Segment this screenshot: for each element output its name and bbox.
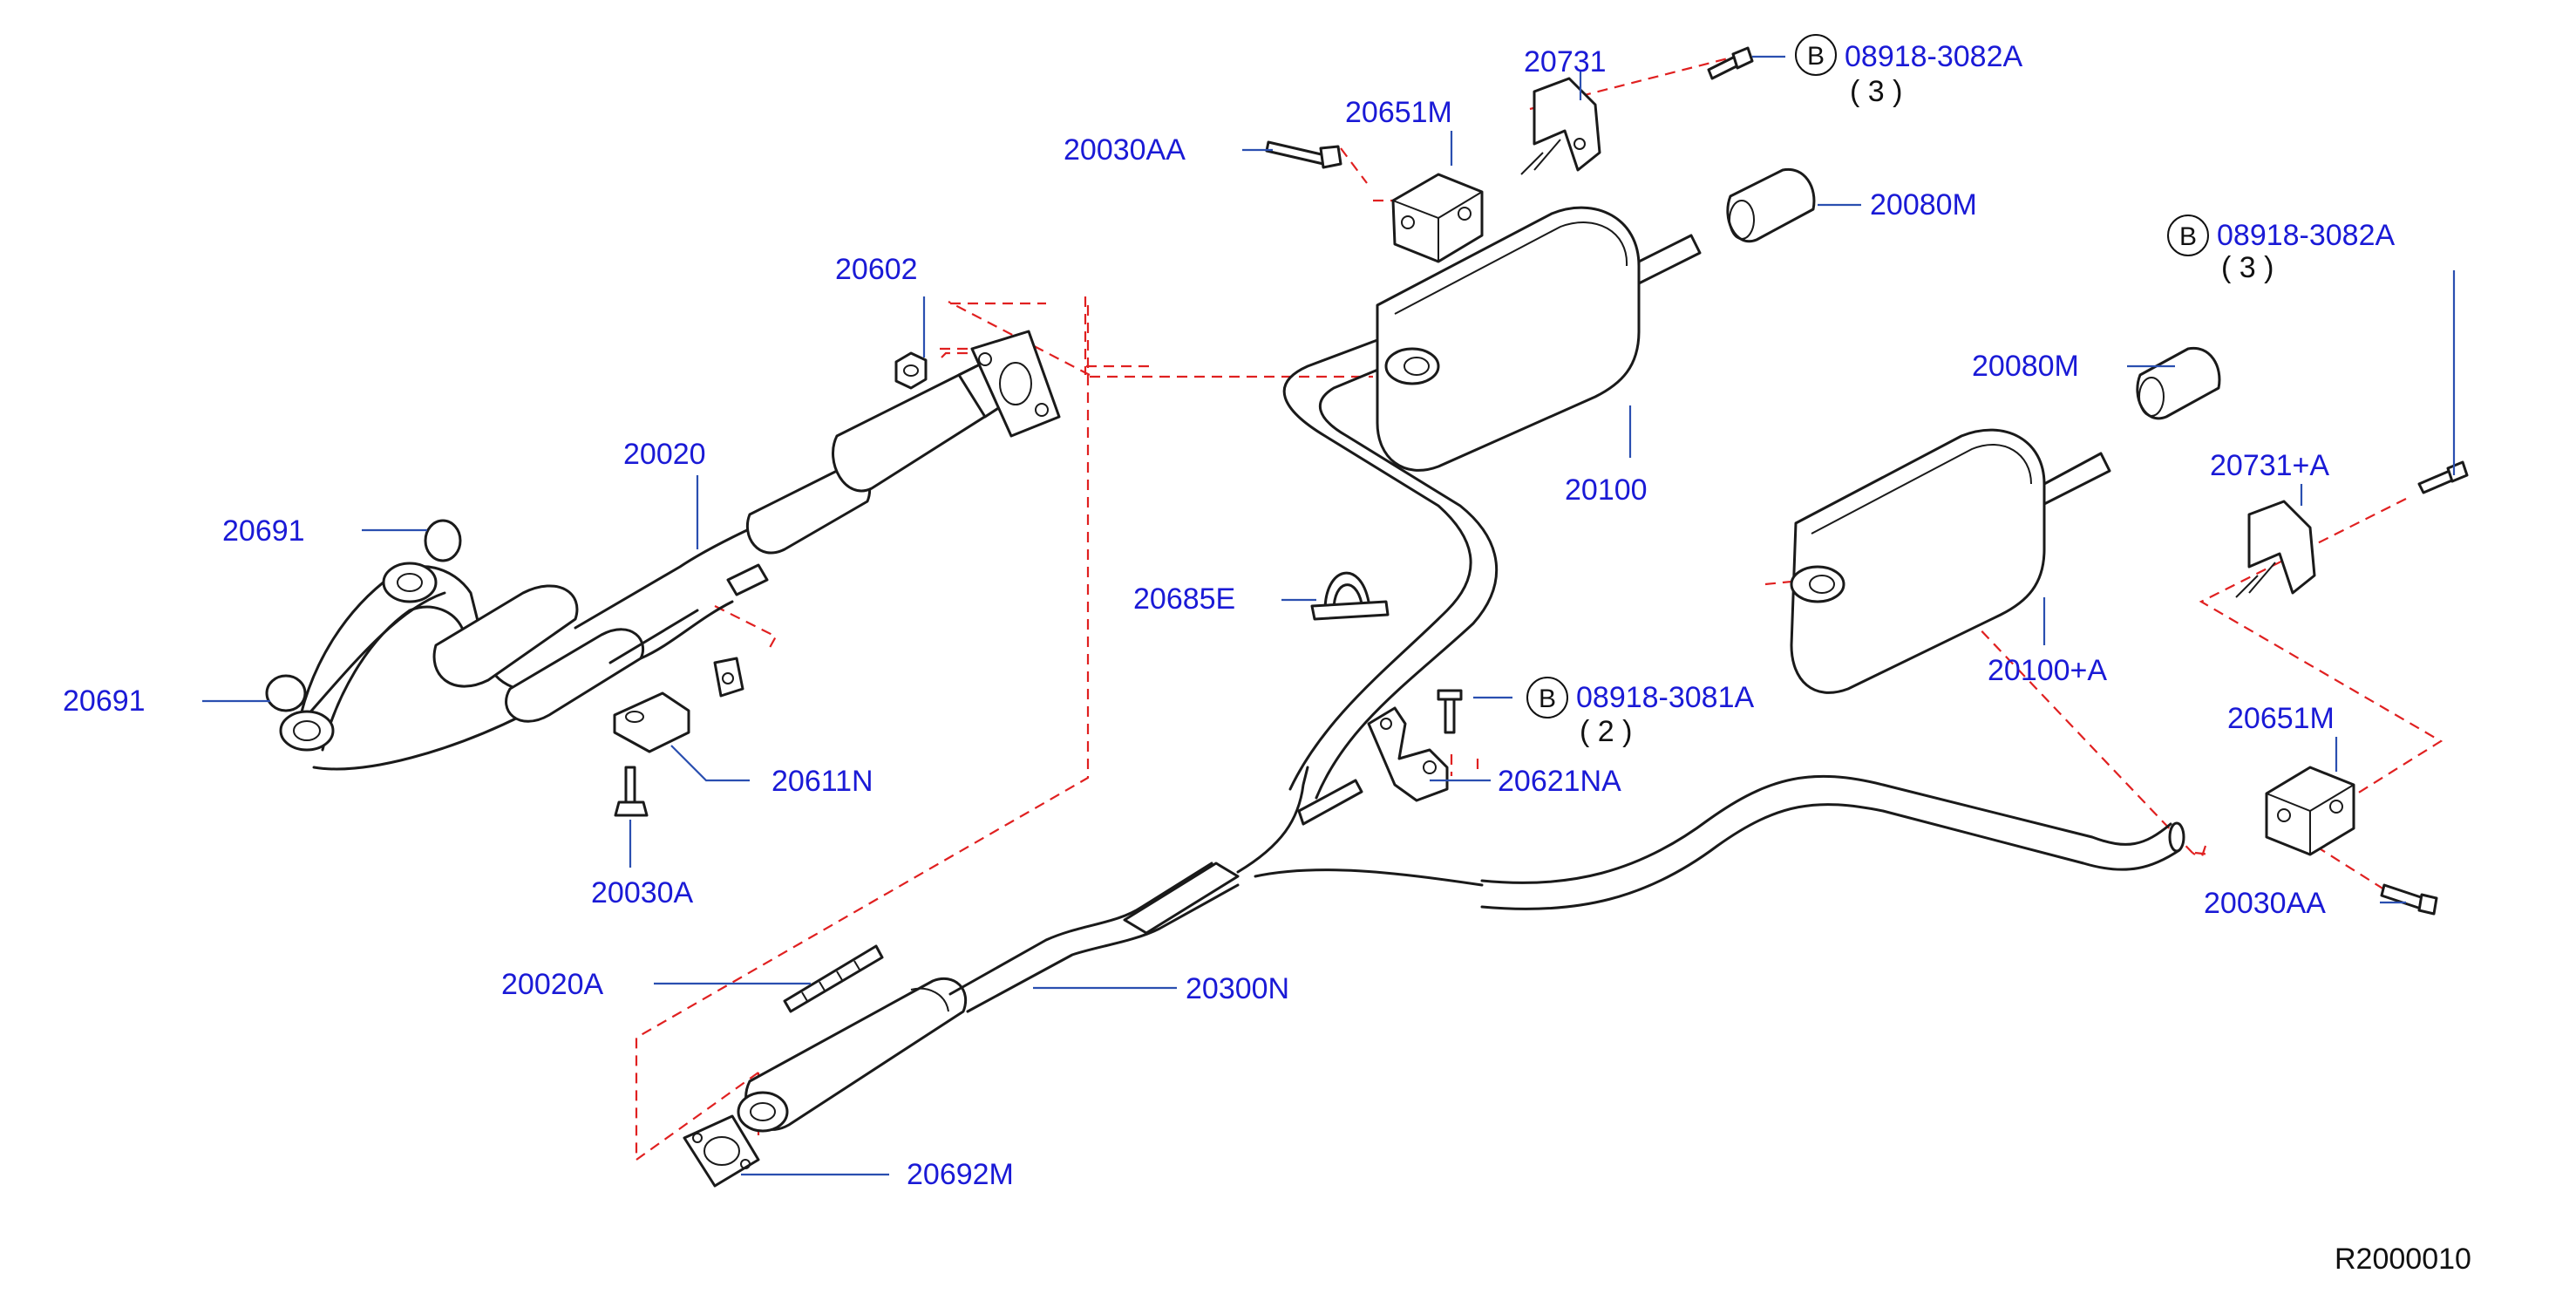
b-marker-top: B xyxy=(1795,34,1837,76)
label-20300N[interactable]: 20300N xyxy=(1186,972,1289,1005)
label-20691-upper[interactable]: 20691 xyxy=(222,514,305,548)
gasket-20691-lower xyxy=(265,674,307,712)
label-20651M-top[interactable]: 20651M xyxy=(1345,96,1452,129)
label-20020A[interactable]: 20020A xyxy=(501,968,604,1001)
reference-code: R2000010 xyxy=(2335,1243,2471,1276)
bolt-08918-3082A-right xyxy=(2417,460,2469,494)
label-20030A[interactable]: 20030A xyxy=(591,876,694,909)
clamp-20685E xyxy=(1310,571,1390,621)
label-20030AA-top[interactable]: 20030AA xyxy=(1064,133,1186,167)
label-20691-lower[interactable]: 20691 xyxy=(63,684,146,718)
label-20651M-right[interactable]: 20651M xyxy=(2227,702,2335,735)
qty-right: ( 3 ) xyxy=(2221,251,2274,284)
svg-text:B: B xyxy=(1807,42,1825,71)
svg-text:B: B xyxy=(2179,222,2197,251)
label-20731[interactable]: 20731 xyxy=(1524,45,1607,78)
gasket-20692M xyxy=(683,1114,760,1188)
center-pipe-20300N xyxy=(737,334,2185,1133)
label-20080M-top[interactable]: 20080M xyxy=(1870,188,1977,221)
label-20100A[interactable]: 20100+A xyxy=(1988,654,2107,687)
label-20611N[interactable]: 20611N xyxy=(771,765,873,798)
hanger-20621NA xyxy=(1367,689,1463,802)
bolt-20030A xyxy=(614,766,649,817)
label-20602[interactable]: 20602 xyxy=(835,253,918,286)
label-08918-3082A-top[interactable]: 08918-3082A xyxy=(1845,40,2023,73)
label-20731A[interactable]: 20731+A xyxy=(2210,449,2329,482)
b-marker-right: B xyxy=(2167,215,2209,256)
leader-lines xyxy=(202,55,2456,1176)
tip-20080M-upper xyxy=(1726,167,1816,243)
stud-20020A xyxy=(783,944,884,1013)
bracket-20731 xyxy=(1520,77,1601,175)
gasket-20691-upper xyxy=(424,519,462,562)
muffler-20100A xyxy=(1790,428,2111,694)
label-20030AA-right[interactable]: 20030AA xyxy=(2204,887,2326,920)
label-20100[interactable]: 20100 xyxy=(1565,473,1648,507)
label-20080M-right[interactable]: 20080M xyxy=(1972,350,2079,383)
label-08918-3082A-right[interactable]: 08918-3082A xyxy=(2217,219,2396,252)
label-20020[interactable]: 20020 xyxy=(623,438,706,471)
label-08918-3081A[interactable]: 08918-3081A xyxy=(1576,681,1755,714)
label-20692M[interactable]: 20692M xyxy=(907,1158,1014,1191)
bolt-08918-3082A-upper xyxy=(1707,46,1754,80)
qty-top: ( 3 ) xyxy=(1850,75,1902,108)
front-pipe-20020 xyxy=(279,330,1061,771)
qty-mid: ( 2 ) xyxy=(1580,715,1632,748)
tip-20080M-right xyxy=(2136,346,2221,420)
muffler-20100 xyxy=(1376,206,1702,472)
label-20685E[interactable]: 20685E xyxy=(1133,582,1235,616)
label-20621NA[interactable]: 20621NA xyxy=(1498,765,1621,798)
insulator-20651M-upper xyxy=(1391,173,1484,263)
svg-text:B: B xyxy=(1539,684,1556,713)
bolt-20030AA-right xyxy=(2380,883,2438,916)
bracket-20611N xyxy=(613,657,744,753)
nut-20602 xyxy=(894,351,928,390)
bolt-20030AA-upper xyxy=(1265,140,1342,169)
b-marker-mid: B xyxy=(1526,677,1568,719)
insulator-20651M-right xyxy=(2265,766,2355,856)
part-labels: 20731 08918-3082A ( 3 ) 20651M 20030AA 2… xyxy=(63,40,2471,1276)
bracket-20731A xyxy=(2235,500,2316,598)
